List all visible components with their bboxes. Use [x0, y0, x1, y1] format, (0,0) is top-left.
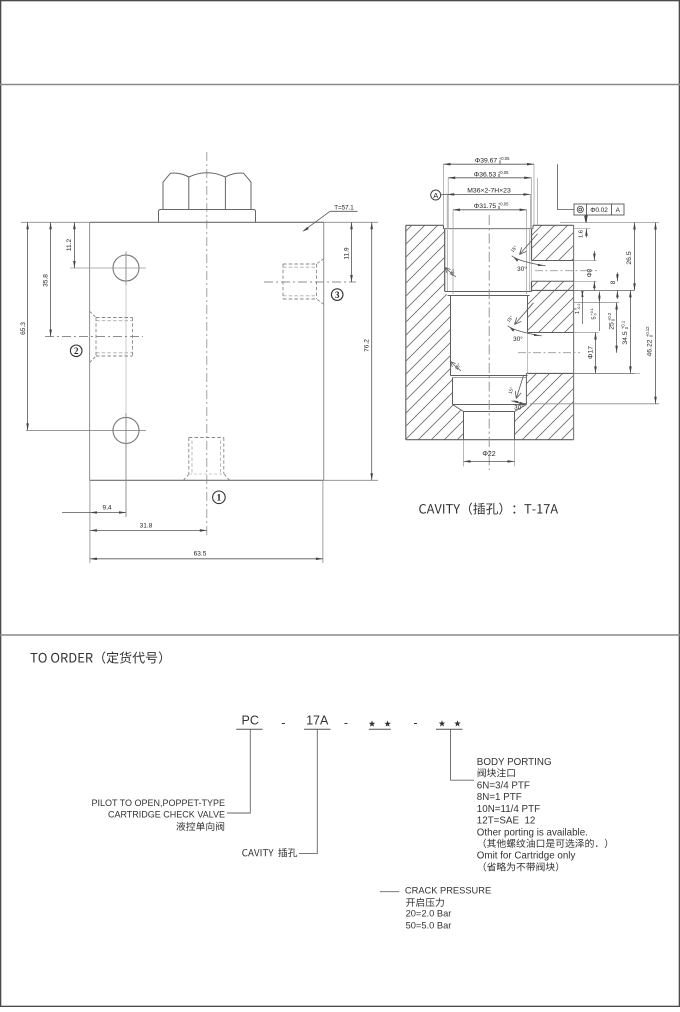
svg-text:15°: 15°	[510, 245, 518, 254]
svg-text:0: 0	[610, 318, 615, 321]
svg-text:1.6: 1.6	[579, 230, 585, 238]
svg-text:2: 2	[74, 346, 79, 356]
svg-text:25: 25	[609, 322, 616, 330]
svg-text:+0.1: +0.1	[620, 320, 625, 329]
svg-text:30°: 30°	[517, 265, 527, 273]
svg-text:CARTRIDGE CHECK VALVE: CARTRIDGE CHECK VALVE	[108, 809, 225, 819]
svg-text:Omit for Cartridge only: Omit for Cartridge only	[477, 851, 576, 862]
svg-text:20=2.0 Bar: 20=2.0 Bar	[406, 909, 452, 919]
svg-text:26.5: 26.5	[626, 251, 633, 264]
svg-text:+0.05: +0.05	[498, 170, 509, 175]
svg-text:35.8: 35.8	[43, 274, 50, 287]
svg-text:76.2: 76.2	[364, 339, 371, 352]
svg-text:12T=SAE 12: 12T=SAE 12	[477, 816, 536, 827]
svg-text:17A: 17A	[306, 714, 329, 728]
svg-text:Φ31.75: Φ31.75	[474, 203, 497, 210]
svg-text:10N=11/4 PTF: 10N=11/4 PTF	[477, 804, 540, 815]
svg-text:-: -	[413, 716, 417, 730]
svg-text:-0.2: -0.2	[577, 304, 581, 310]
svg-text:30°: 30°	[514, 404, 524, 412]
svg-text:15°: 15°	[454, 362, 462, 371]
svg-text:+0.2: +0.2	[607, 312, 612, 321]
svg-text:50=5.0 Bar: 50=5.0 Bar	[406, 921, 452, 931]
svg-text:Other porting is available.: Other porting is available.	[477, 827, 588, 838]
svg-text:A: A	[616, 207, 621, 214]
svg-text:A: A	[433, 191, 438, 200]
svg-text:Φ36.53: Φ36.53	[474, 171, 497, 178]
svg-text:M36×2-7H×23: M36×2-7H×23	[467, 187, 511, 194]
svg-text:5: 5	[592, 316, 598, 319]
svg-text:9,4: 9,4	[102, 505, 111, 512]
svg-text:1: 1	[575, 311, 581, 314]
svg-text:+0.1: +0.1	[590, 308, 594, 315]
svg-text:Φ39.67: Φ39.67	[475, 158, 498, 165]
svg-text:0: 0	[624, 326, 629, 329]
svg-text:8: 8	[610, 280, 617, 284]
svg-text:PILOT TO OPEN,POPPET-TYPE: PILOT TO OPEN,POPPET-TYPE	[91, 798, 225, 808]
svg-text:63.5: 63.5	[194, 551, 207, 558]
svg-text:11.2: 11.2	[66, 239, 73, 252]
svg-text:Φ17: Φ17	[588, 346, 595, 359]
svg-text:0: 0	[593, 313, 597, 315]
svg-text:T=57.1: T=57.1	[334, 204, 354, 211]
svg-text:46.22: 46.22	[647, 339, 654, 356]
svg-text:+0.05: +0.05	[499, 156, 510, 161]
svg-text:34.5: 34.5	[622, 331, 629, 344]
svg-text:30°: 30°	[513, 335, 523, 343]
svg-text:0: 0	[498, 173, 501, 178]
svg-text:11.9: 11.9	[344, 247, 351, 260]
svg-text:3: 3	[335, 290, 340, 300]
svg-text:-: -	[281, 716, 285, 730]
svg-text:6N=3/4 PTF: 6N=3/4 PTF	[477, 781, 530, 792]
svg-text:Φ22: Φ22	[482, 451, 495, 458]
svg-text:0: 0	[498, 205, 501, 210]
svg-text:BODY PORTING: BODY PORTING	[477, 757, 552, 768]
svg-text:8N=1 PTF: 8N=1 PTF	[477, 792, 522, 803]
svg-text:0: 0	[499, 159, 502, 164]
svg-text:0: 0	[648, 334, 653, 337]
svg-text:15°: 15°	[449, 268, 457, 277]
svg-text:1: 1	[217, 494, 222, 504]
svg-text:Φ0.02: Φ0.02	[590, 207, 608, 214]
svg-text:PC: PC	[242, 714, 259, 728]
svg-text:+0.05: +0.05	[498, 201, 509, 206]
svg-text:15°: 15°	[508, 386, 515, 394]
svg-text:CRACK PRESSURE: CRACK PRESSURE	[405, 885, 491, 895]
svg-text:Φ8: Φ8	[586, 268, 593, 277]
svg-text:65.3: 65.3	[20, 322, 27, 335]
svg-text:31.8: 31.8	[140, 522, 153, 529]
svg-text:+0.12: +0.12	[645, 326, 650, 337]
svg-text:15°: 15°	[506, 315, 514, 324]
svg-text:-: -	[344, 716, 348, 730]
svg-text:0: 0	[573, 308, 577, 310]
